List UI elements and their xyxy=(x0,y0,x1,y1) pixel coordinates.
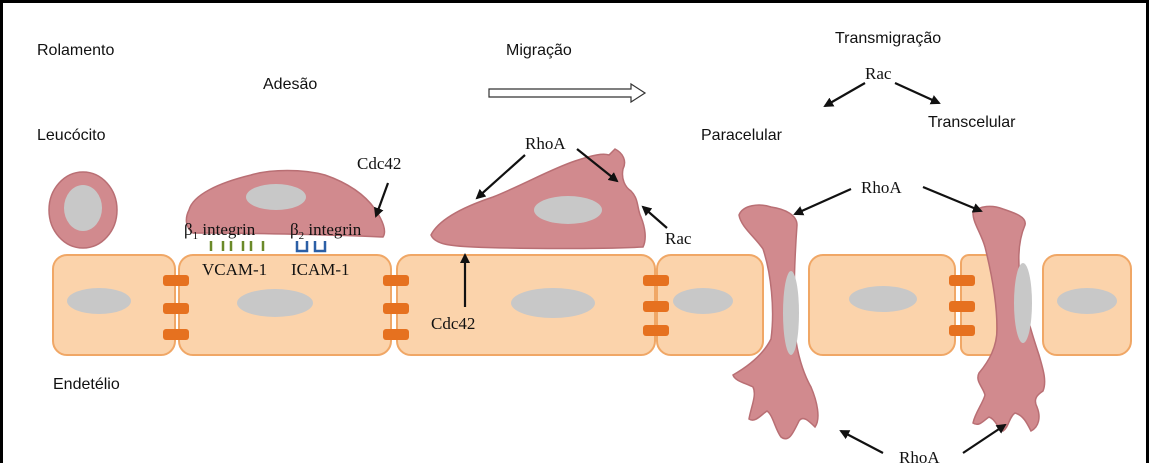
label-transmigracao: Transmigração xyxy=(835,30,941,47)
nucleus xyxy=(237,289,313,317)
label-leucocito: Leucócito xyxy=(37,127,106,144)
label-rhoa-transmigration-top: RhoA xyxy=(861,178,902,197)
leukocyte-migration-diagram: Rolamento Adesão Migração Transmigração … xyxy=(3,3,1149,463)
nucleus xyxy=(1057,288,1117,314)
migrating-leukocyte xyxy=(431,149,645,249)
label-vcam-1: VCAM-1 xyxy=(202,260,267,279)
label-paracelular: Paracelular xyxy=(701,127,783,144)
nucleus xyxy=(849,286,917,312)
vcam-integrin-pairs xyxy=(211,241,263,251)
migration-direction-arrow xyxy=(489,84,645,102)
label-rac-migration: Rac xyxy=(665,229,692,248)
label-rhoa-transmigration-bottom: RhoA xyxy=(899,448,940,463)
label-cdc42-migration: Cdc42 xyxy=(431,314,475,333)
rolling-leukocyte xyxy=(49,172,117,248)
label-icam-1: ICAM-1 xyxy=(291,260,350,279)
label-migracao: Migração xyxy=(506,42,572,59)
label-rolamento: Rolamento xyxy=(37,42,114,59)
label-endotelio: Endetélio xyxy=(53,376,120,393)
nucleus xyxy=(67,288,131,314)
label-transcelular: Transcelular xyxy=(928,114,1016,131)
label-rhoa-migration: RhoA xyxy=(525,134,566,153)
nucleus xyxy=(673,288,733,314)
label-cdc42-adhesion: Cdc42 xyxy=(357,154,401,173)
icam-integrin-pairs xyxy=(297,241,325,251)
nucleus xyxy=(511,288,595,318)
label-adesao: Adesão xyxy=(263,76,317,93)
label-rac-transmigration: Rac xyxy=(865,64,892,83)
